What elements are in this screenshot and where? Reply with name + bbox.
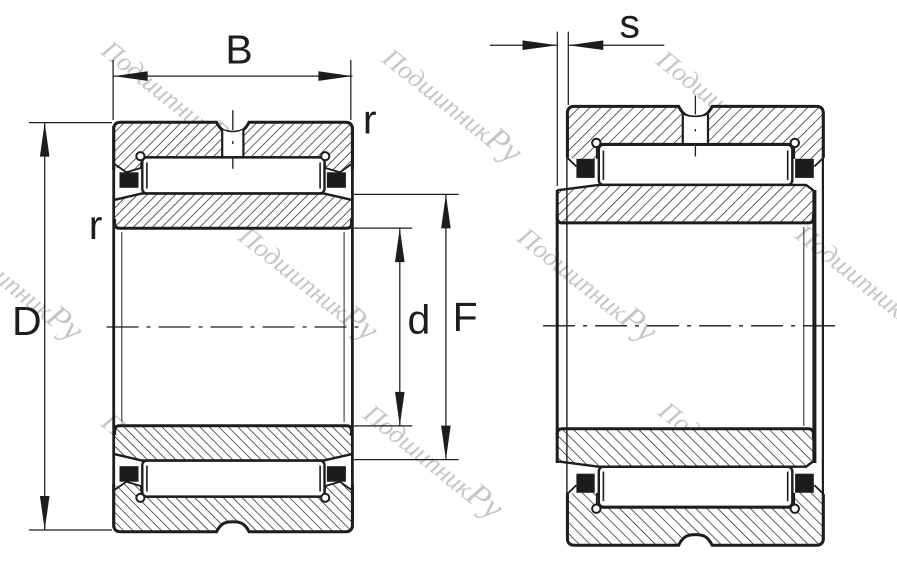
svg-text:ПодшипникРу: ПодшипникРу (510, 217, 665, 351)
svg-text:d: d (408, 296, 431, 342)
svg-text:s: s (620, 1, 641, 47)
svg-text:ПодшипникРу: ПодшипникРу (375, 38, 530, 172)
svg-text:r: r (363, 97, 377, 143)
svg-text:B: B (225, 27, 252, 73)
svg-text:ПодшипникРу: ПодшипникРу (356, 394, 511, 528)
svg-text:ПодшипникРу: ПодшипникРу (231, 216, 386, 350)
svg-text:D: D (12, 298, 42, 344)
svg-text:r: r (89, 202, 103, 248)
svg-text:F: F (453, 294, 478, 340)
svg-text:ПодшипникРу: ПодшипникРу (788, 214, 897, 348)
